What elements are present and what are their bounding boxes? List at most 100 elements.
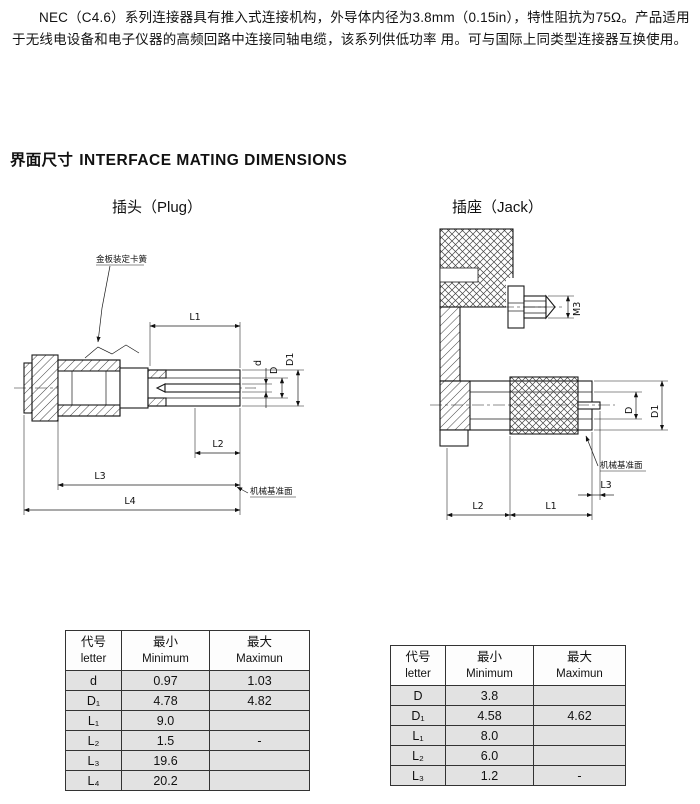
cell-letter: L₃ — [390, 765, 446, 786]
plug-datum-annotation: 机械基准面 — [236, 486, 296, 498]
cell-min: 4.58 — [445, 705, 534, 726]
section-title-en: INTERFACE MATING DIMENSIONS — [79, 152, 348, 169]
section-title: 界面尺寸 INTERFACE MATING DIMENSIONS — [10, 148, 347, 170]
plug-dimension-l4: L4 — [23, 415, 241, 515]
plug-dim-label-l4: L4 — [124, 496, 135, 507]
jack-dim-label-m3: M3 — [572, 302, 583, 316]
plug-dimension-D1: D1 — [242, 353, 304, 407]
plug-spring-annotation: 金板装定卡簧 — [96, 254, 148, 343]
cell-letter: L₂ — [390, 745, 446, 766]
plug-technical-drawing: L1 d D D1 L2 — [14, 254, 304, 515]
jack-dimension-D: D — [594, 391, 642, 420]
jack-dimension-m3: M3 — [548, 295, 583, 319]
cell-max: - — [533, 765, 626, 786]
plug-dim-label-d: d — [253, 360, 264, 366]
cell-min: 20.2 — [121, 770, 210, 791]
plug-dimension-l2: L2 — [194, 408, 241, 515]
cell-min: 1.5 — [121, 730, 210, 751]
cell-max — [209, 710, 310, 731]
cell-max — [533, 745, 626, 766]
jack-dim-label-l2: L2 — [472, 501, 483, 512]
jack-dim-label-D1: D1 — [650, 405, 661, 418]
jack-datum-annotation-text: 机械基准面 — [600, 460, 643, 471]
plug-body-section — [23, 344, 241, 422]
plug-dimension-D: D — [242, 367, 288, 399]
plug-dimension-l1: L1 — [149, 312, 241, 368]
jack-dimension-D1: D1 — [594, 380, 668, 431]
cell-min: 19.6 — [121, 750, 210, 771]
cell-min: 9.0 — [121, 710, 210, 731]
plug-center-pin — [164, 383, 241, 393]
cell-min: 4.78 — [121, 690, 210, 711]
section-title-zh: 界面尺寸 — [10, 152, 74, 169]
jack-figure-caption: 插座（Jack） — [452, 199, 543, 216]
cell-max — [533, 725, 626, 746]
jack-dim-label-D: D — [624, 407, 635, 414]
jack-datum-annotation: 机械基准面 — [585, 435, 646, 472]
jack-dimension-l3: L3 — [578, 411, 614, 520]
jack-center-contact — [577, 401, 601, 410]
jack-knurled-nut — [509, 376, 579, 435]
cell-letter: L₂ — [65, 730, 122, 751]
plug-spring-clip — [84, 344, 140, 359]
cell-min: 0.97 — [121, 670, 210, 691]
cell-letter: D — [390, 685, 446, 706]
jack-technical-drawing: M3 D D1 机械基准面 — [430, 228, 668, 520]
plug-figure-caption: 插头（Plug） — [112, 199, 203, 216]
jack-body-section — [430, 306, 615, 447]
plug-dim-label-D1: D1 — [285, 353, 296, 366]
jack-dim-label-l3: L3 — [600, 480, 611, 491]
cell-max — [209, 770, 310, 791]
cell-letter: D₁ — [390, 705, 446, 726]
cell-letter: L₁ — [390, 725, 446, 746]
cell-letter: L₄ — [65, 770, 122, 791]
plug-dimension-d: d — [242, 360, 272, 408]
plug-dim-label-D: D — [269, 367, 280, 374]
plug-datum-annotation-text: 机械基准面 — [250, 486, 293, 497]
plug-dim-label-l2: L2 — [212, 439, 223, 450]
cell-letter: d — [65, 670, 122, 691]
cell-letter: D₁ — [65, 690, 122, 711]
plug-spring-annotation-text: 金板装定卡簧 — [96, 254, 148, 265]
cell-letter: L₃ — [65, 750, 122, 771]
cell-min: 8.0 — [445, 725, 534, 746]
cell-max — [209, 750, 310, 771]
plug-dim-label-l3: L3 — [94, 471, 105, 482]
jack-dim-label-l1: L1 — [545, 501, 556, 512]
jack-mounting-screw — [502, 285, 562, 329]
cell-min: 3.8 — [445, 685, 534, 706]
plug-dimension-l3: L3 — [57, 418, 241, 490]
cell-min: 1.2 — [445, 765, 534, 786]
cell-letter: L₁ — [65, 710, 122, 731]
cell-max: 4.62 — [533, 705, 626, 726]
plug-dim-label-l1: L1 — [189, 312, 200, 323]
jack-dimension-l2-l1: L2 L1 — [446, 436, 593, 520]
cell-max: 4.82 — [209, 690, 310, 711]
intro-paragraph: NEC（C4.6）系列连接器具有推入式连接机构，外导体内径为3.8mm（0.15… — [12, 10, 690, 47]
cell-max — [533, 685, 626, 706]
cell-max: 1.03 — [209, 670, 310, 691]
cell-max: - — [209, 730, 310, 751]
